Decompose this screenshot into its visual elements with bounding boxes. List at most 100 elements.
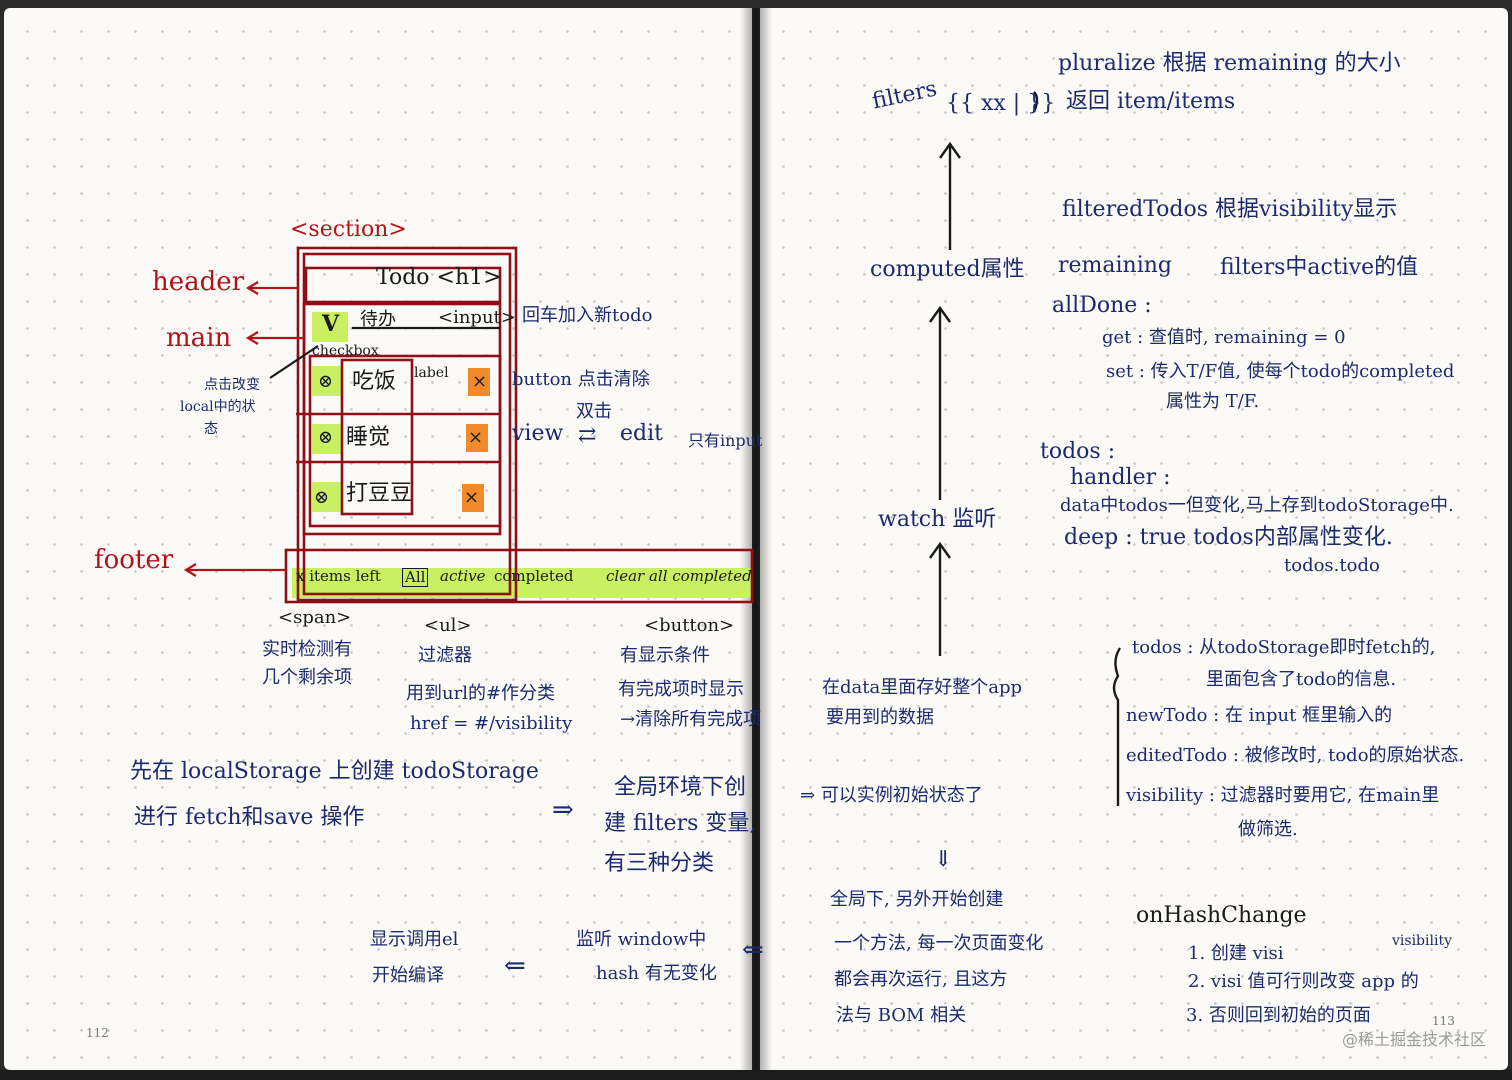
button-cond-1: 有显示条件 xyxy=(620,645,710,666)
item-highlight-2 xyxy=(312,424,342,454)
page-number-right: 113 xyxy=(1432,1014,1455,1028)
data-list-2: 里面包含了todo的信息. xyxy=(1206,669,1397,690)
watermark: @稀土掘金技术社区 xyxy=(1341,1030,1486,1049)
input-placeholder-text: 待办 xyxy=(360,309,396,330)
method-note-2: 都会再次运行, 且这方 xyxy=(834,969,1008,990)
delete-highlight-2 xyxy=(466,424,488,452)
data-list-1: todos : 从todoStorage即时fetch的, xyxy=(1132,637,1436,658)
set-note: set : 传入T/F值, 使每个todo的completed xyxy=(1106,361,1455,382)
delete-highlight-3 xyxy=(462,484,484,512)
delete-icon-3: × xyxy=(464,487,480,508)
deep-note: deep : true todos内部属性变化. xyxy=(1064,525,1393,550)
data-list-5: visibility : 过滤器时要用它, 在main里 xyxy=(1126,785,1440,806)
view-label: view xyxy=(512,421,564,446)
footer-clear: clear all completed xyxy=(606,567,752,585)
button-note: button 点击清除 xyxy=(512,369,650,390)
computed-label: computed属性 xyxy=(870,257,1025,282)
header-box xyxy=(304,266,502,304)
toggle-icon-3: ⊗ xyxy=(314,487,330,508)
handler-note: data中todos一但变化,马上存到todoStorage中. xyxy=(1060,495,1454,516)
hash-note-2: hash 有无变化 xyxy=(596,963,717,984)
input-note: 回车加入新todo xyxy=(522,305,653,326)
watch-label: watch 监听 xyxy=(878,507,997,532)
data-list-4: editedTodo : 被修改时, todo的原始状态. xyxy=(1126,745,1465,766)
edit-label: edit xyxy=(620,421,663,446)
arrow-left-double: ⇐ xyxy=(742,935,764,965)
toggle-icon-1: ⊗ xyxy=(318,371,334,392)
left-notebook-page xyxy=(4,8,752,1070)
hash-note-1: 监听 window中 xyxy=(576,929,707,950)
book-gutter xyxy=(740,8,772,1070)
compile-note-1: 显示调用el xyxy=(370,929,459,950)
storage-line-2: 进行 fetch和save 操作 xyxy=(134,805,365,830)
visibility-small-note: visibility xyxy=(1392,933,1452,949)
down-arrow: ⇓ xyxy=(934,847,953,872)
span-tag: <span> xyxy=(278,607,352,628)
onhashchange-title: onHashChange xyxy=(1136,903,1307,928)
todo-item-3: 打豆豆 xyxy=(346,481,413,506)
footer-box xyxy=(284,548,754,604)
onhash-step-1: 1. 创建 visi xyxy=(1188,943,1284,964)
filters-expression: {{ xx | }} xyxy=(946,91,1056,116)
span-note-2: 几个剩余项 xyxy=(262,667,352,688)
page-number-left: 112 xyxy=(86,1026,109,1040)
checkbox-note-2: local中的状 xyxy=(180,399,256,415)
dblclick-label: 双击 xyxy=(576,401,612,422)
checkbox-highlight xyxy=(312,312,348,342)
set-note-2: 属性为 T/F. xyxy=(1166,391,1260,412)
data-note-2: 要用到的数据 xyxy=(826,707,934,728)
data-note-1: 在data里面存好整个app xyxy=(822,677,1022,698)
edit-note: 只有input xyxy=(688,431,763,450)
pluralize-note-2: 返回 item/items xyxy=(1066,89,1236,114)
item-highlight-3 xyxy=(312,482,342,512)
footer-completed: completed xyxy=(494,567,574,585)
global-note-2: 建 filters 变量, xyxy=(604,811,757,836)
pluralize-note: pluralize 根据 remaining 的大小 xyxy=(1058,51,1401,76)
label-tag: label xyxy=(414,365,449,381)
onhash-step-2: 2. visi 值可行则改变 app 的 xyxy=(1188,971,1419,992)
compile-note-2: 开始编译 xyxy=(372,965,444,986)
checkbox-label: checkbox xyxy=(312,343,379,359)
label-box xyxy=(340,358,414,516)
method-note-3: 法与 BOM 相关 xyxy=(836,1005,967,1026)
todo-item-1: 吃饭 xyxy=(352,369,397,394)
global-create-note: 全局下, 另外开始创建 xyxy=(830,889,1004,910)
button-cond-2: 有完成项时显示 xyxy=(618,679,744,700)
data-list-3: newTodo : 在 input 框里输入的 xyxy=(1126,705,1393,726)
button-tag: <button> xyxy=(644,615,735,636)
footer-label: footer xyxy=(94,545,174,575)
header-label: header xyxy=(152,267,245,297)
span-note-1: 实时检测有 xyxy=(262,639,352,660)
section-outer-box xyxy=(296,246,518,602)
handler-label: handler : xyxy=(1070,465,1171,490)
delete-highlight-1 xyxy=(468,368,490,396)
ul-note-1: 过滤器 xyxy=(418,645,472,666)
storage-line-1: 先在 localStorage 上创建 todoStorage xyxy=(130,759,539,784)
alldone-label: allDone : xyxy=(1052,293,1152,318)
footer-active: active xyxy=(440,567,486,585)
global-note-3: 有三种分类 xyxy=(604,851,715,876)
checkbox-note-3: 态 xyxy=(204,421,218,437)
ul-note-2: 用到url的#作分类 xyxy=(406,683,556,704)
onhash-step-3: 3. 否则回到初始的页面 xyxy=(1186,1005,1371,1026)
ul-note-3: href = #/visibility xyxy=(410,713,573,734)
filtered-todos-note: filteredTodos 根据visibility显示 xyxy=(1062,197,1398,222)
item-highlight-1 xyxy=(312,366,342,396)
checkbox-check-icon: V xyxy=(322,311,340,337)
section-tag: <section> xyxy=(290,217,407,242)
remaining-note: filters中active的值 xyxy=(1220,255,1419,280)
right-notebook-page xyxy=(760,8,1508,1070)
arrow-right-1: ⇒ xyxy=(552,795,574,825)
ul-tag: <ul> xyxy=(424,615,472,636)
get-note: get : 查值时, remaining = 0 xyxy=(1102,327,1346,348)
footer-all: All xyxy=(402,568,429,587)
delete-icon-2: × xyxy=(468,427,484,448)
checkbox-note-1: 点击改变 xyxy=(204,377,260,393)
deep-note-2: todos.todo xyxy=(1284,555,1380,576)
main-label: main xyxy=(166,323,232,353)
button-cond-3: →清除所有完成项 xyxy=(620,709,762,730)
todos-watch-label: todos : xyxy=(1040,439,1116,464)
input-tag: <input> xyxy=(438,307,516,328)
init-note: ⇒ 可以实例初始状态了 xyxy=(800,785,983,806)
